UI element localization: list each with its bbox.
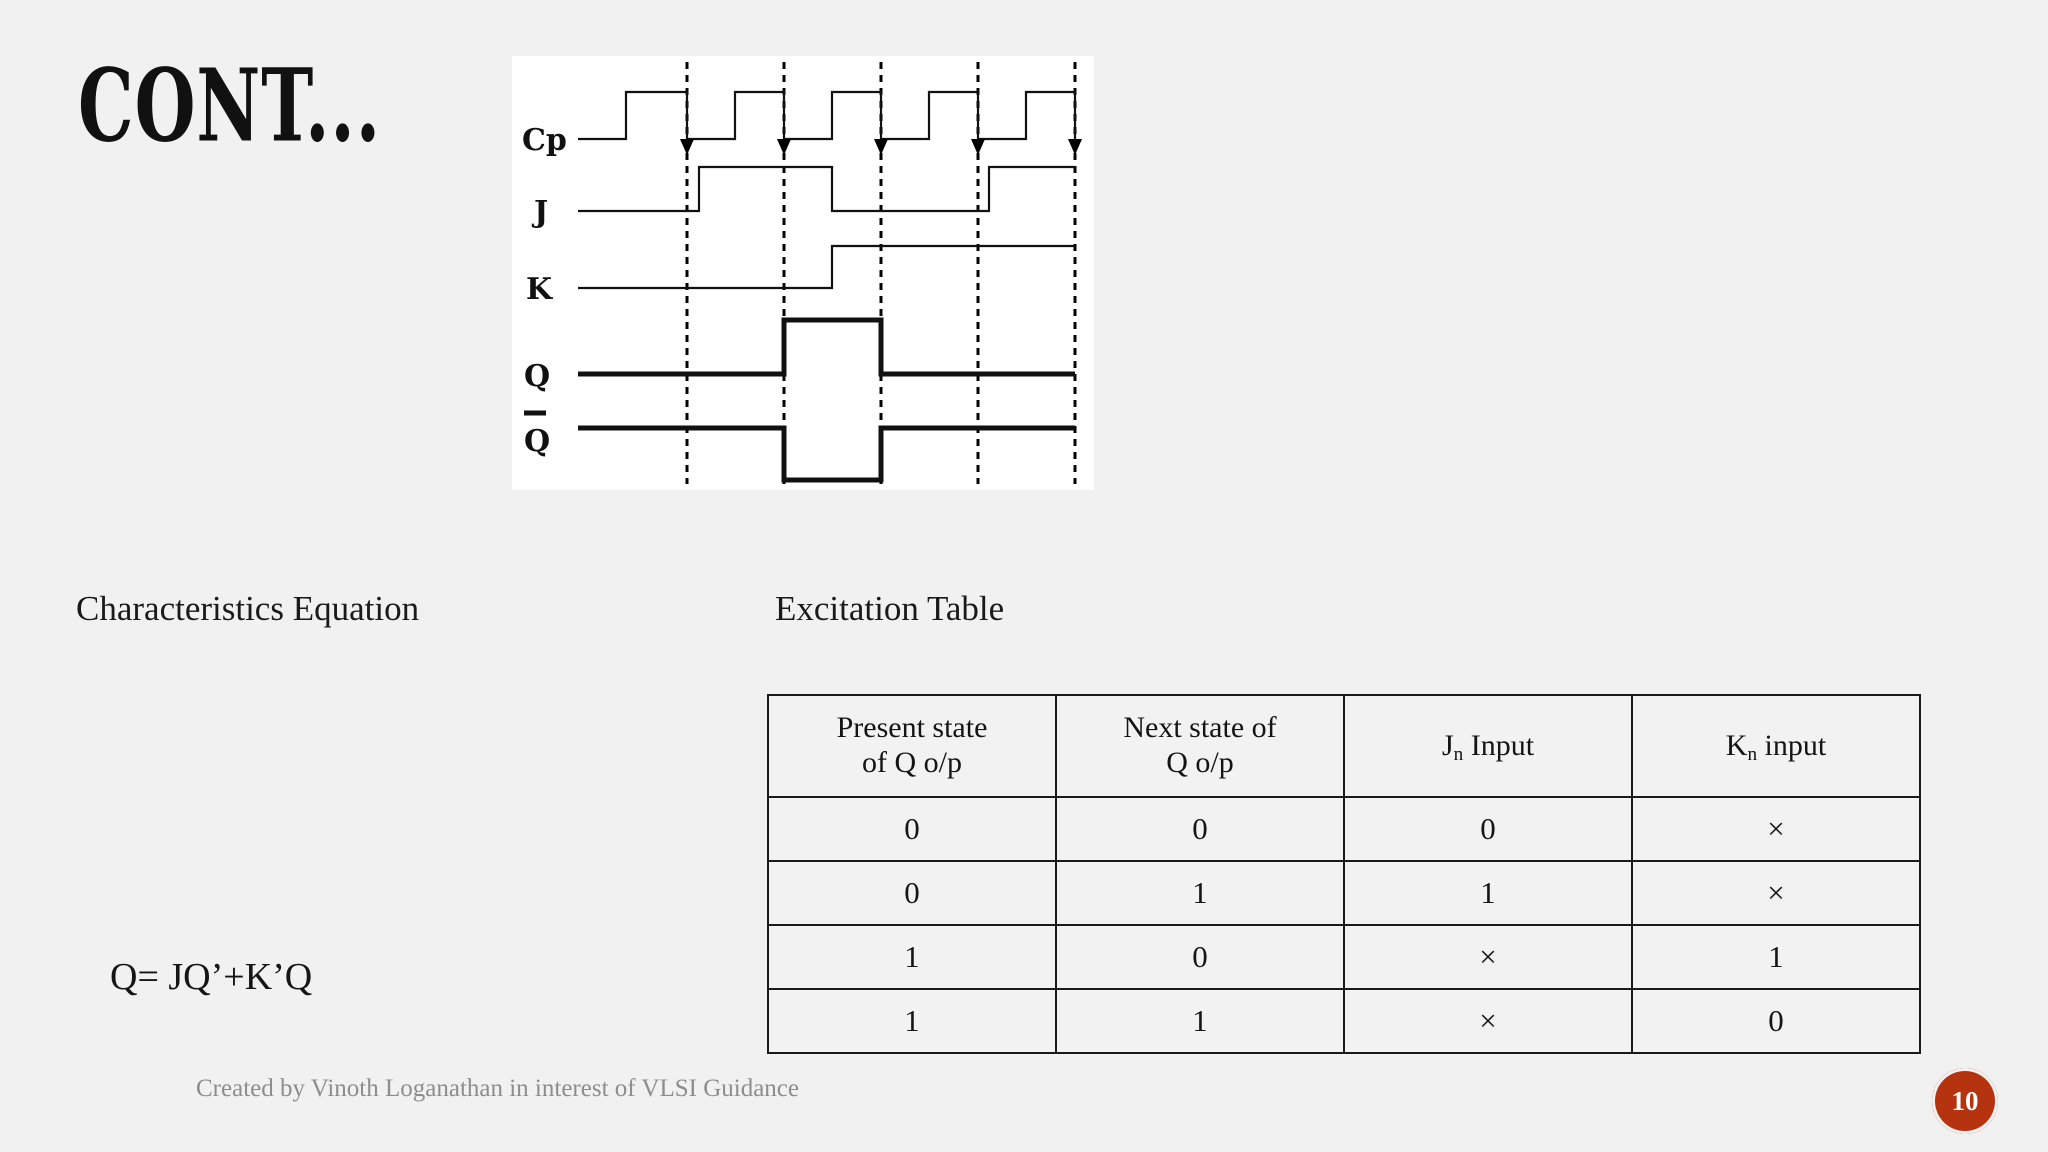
excitation-table-heading: Excitation Table: [775, 589, 1005, 628]
column-header-jn-input: Jn Input: [1343, 694, 1633, 798]
timing-diagram-panel: Cp J K Q Q: [512, 56, 1094, 490]
page-number-badge: 10: [1932, 1068, 1998, 1134]
cell-next-state: 1: [1055, 860, 1345, 926]
header-line-2: Q o/p: [1166, 746, 1234, 779]
header-letter: J: [1441, 728, 1454, 762]
column-header-kn-input: Kn input: [1631, 694, 1921, 798]
signal-label-qbar: Q: [524, 424, 550, 459]
cell-next-state: 1: [1055, 988, 1345, 1054]
column-header-next-state: Next state of Q o/p: [1055, 694, 1345, 798]
characteristic-equation-text: Q= JQ’+K’Q: [110, 956, 313, 998]
column-header-present-state: Present state of Q o/p: [767, 694, 1057, 798]
header-subscript: n: [1747, 743, 1758, 765]
cell-next-state: 0: [1055, 796, 1345, 862]
waveform-q: [578, 317, 1075, 377]
excitation-table: Present state of Q o/p Next state of Q o…: [767, 694, 1921, 1054]
cell-present-state: 0: [767, 796, 1057, 862]
header-suffix: Input: [1463, 728, 1535, 762]
cell-kn-input: ×: [1631, 860, 1921, 926]
timing-diagram-svg: Cp J K Q Q: [522, 62, 1082, 484]
table-row: 0 1 1 ×: [767, 860, 1921, 926]
header-line-1: Next state of: [1123, 711, 1277, 745]
cell-jn-input: 1: [1343, 860, 1633, 926]
cell-kn-input: 0: [1631, 988, 1921, 1054]
header-subscript: n: [1453, 743, 1464, 765]
table-row: 1 1 × 0: [767, 988, 1921, 1054]
header-line-1: Present state: [836, 711, 988, 745]
waveform-cp: [578, 90, 1077, 141]
cell-jn-input: ×: [1343, 988, 1633, 1054]
waveform-j: [578, 165, 1075, 213]
page-title: CONT...: [78, 46, 381, 165]
cell-present-state: 0: [767, 860, 1057, 926]
waveform-qbar: [578, 425, 1075, 483]
table-header-row: Present state of Q o/p Next state of Q o…: [767, 694, 1921, 798]
cell-present-state: 1: [767, 988, 1057, 1054]
footer-credit-text: Created by Vinoth Loganathan in interest…: [196, 1075, 799, 1102]
excitation-table-container: Present state of Q o/p Next state of Q o…: [767, 694, 1921, 1054]
cell-next-state: 0: [1055, 924, 1345, 990]
signal-label-k: K: [526, 272, 553, 307]
waveform-k: [578, 244, 1075, 290]
table-row: 0 0 0 ×: [767, 796, 1921, 862]
cell-present-state: 1: [767, 924, 1057, 990]
cell-kn-input: ×: [1631, 796, 1921, 862]
page-number-text: 10: [1951, 1085, 1979, 1116]
cell-kn-input: 1: [1631, 924, 1921, 990]
table-row: 1 0 × 1: [767, 924, 1921, 990]
cell-jn-input: 0: [1343, 796, 1633, 862]
header-line-2: of Q o/p: [862, 746, 962, 779]
clock-edge-arrows: [680, 139, 1082, 155]
signal-label-q: Q: [524, 359, 550, 394]
header-suffix: input: [1757, 728, 1827, 762]
header-letter: K: [1725, 728, 1748, 762]
signal-label-cp: Cp: [522, 123, 567, 158]
characteristics-equation-heading: Characteristics Equation: [76, 589, 420, 628]
signal-label-j: J: [531, 195, 548, 230]
cell-jn-input: ×: [1343, 924, 1633, 990]
